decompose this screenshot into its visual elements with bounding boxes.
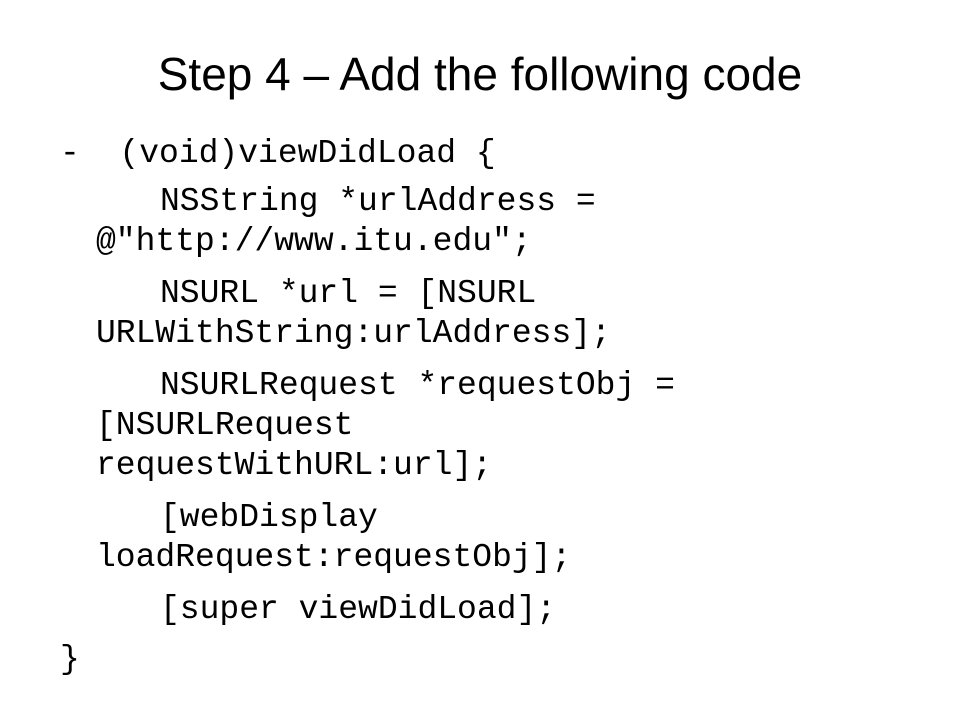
code-line-method-signature: - (void)viewDidLoad { (60, 135, 496, 172)
code-line-nsurl-decl: NSURL *url = [NSURL (160, 275, 537, 312)
code-line-load-request: loadRequest:requestObj]; (96, 539, 572, 576)
slide-title: Step 4 – Add the following code (157, 48, 803, 100)
code-line-super-call: [super viewDidLoad]; (160, 591, 557, 628)
code-line-closing-brace: } (60, 641, 80, 678)
code-line-nsstring-value: @"http://www.itu.edu"; (96, 223, 532, 260)
code-line-request-decl: NSURLRequest *requestObj = (160, 367, 675, 404)
code-line-webdisplay: [webDisplay (160, 499, 378, 536)
code-line-request-class: [NSURLRequest (96, 407, 354, 444)
code-line-nsurl-value: URLWithString:urlAddress]; (96, 315, 611, 352)
code-line-nsstring-decl: NSString *urlAddress = (160, 183, 596, 220)
code-line-request-method: requestWithURL:url]; (96, 447, 493, 484)
